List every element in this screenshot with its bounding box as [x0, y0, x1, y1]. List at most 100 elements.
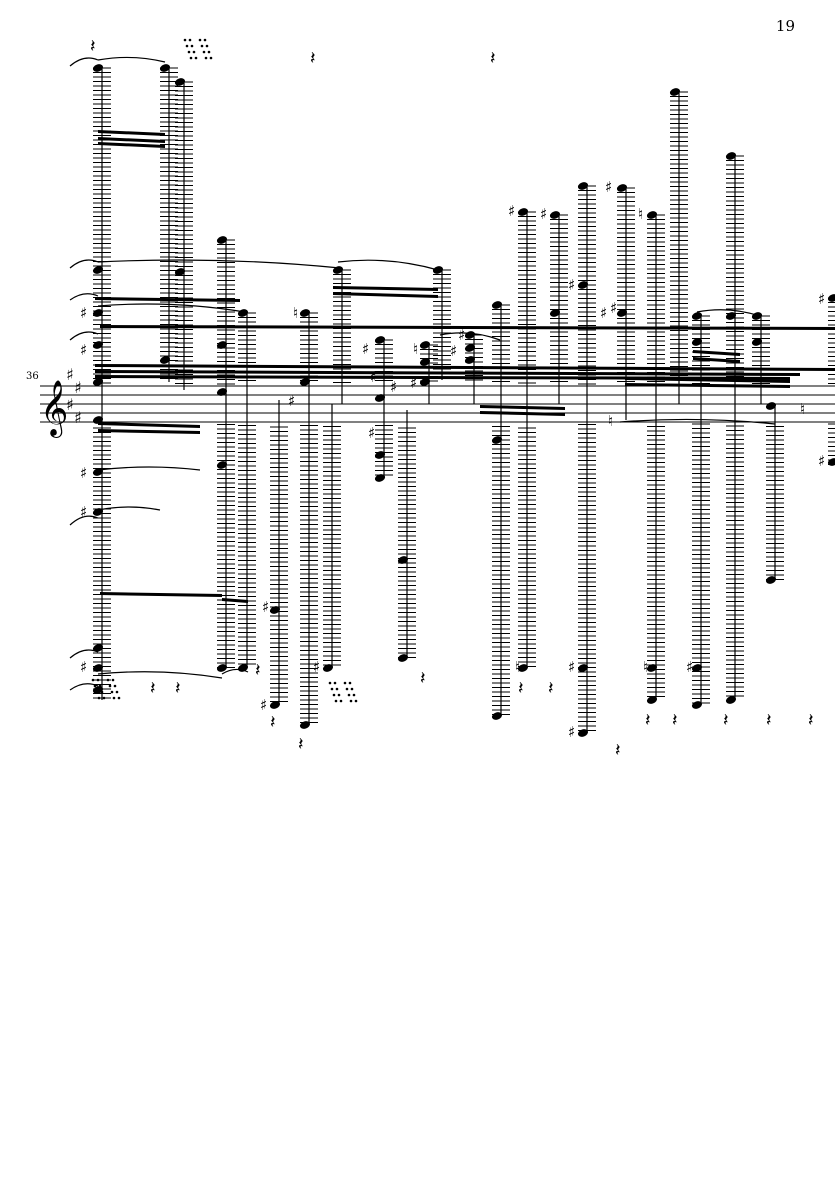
- notehead-9-1: [374, 394, 386, 402]
- tremolo-dot-b-5-0: [111, 678, 115, 682]
- accidental-icon-3: ♯: [80, 503, 87, 521]
- beam-11: [222, 598, 248, 603]
- beam-1: [98, 137, 165, 143]
- notehead-0-0: [92, 64, 104, 72]
- accidental-icon-19: ♯: [600, 304, 607, 322]
- rest-icon-14: 𝄽: [766, 710, 772, 731]
- ledger-lines: [93, 67, 835, 731]
- accidental-icon-0: ♯: [80, 304, 87, 322]
- accidental-icon-23: ♯: [262, 598, 269, 616]
- beam-9: [98, 429, 200, 434]
- notehead-17-0: [577, 182, 589, 190]
- notehead-22-1: [725, 312, 737, 320]
- beam-13: [480, 411, 565, 416]
- rest-icon-16: 𝄽: [90, 36, 96, 57]
- notehead-24-1: [765, 576, 777, 584]
- tie-13: [619, 418, 776, 425]
- tremolo-dot-1-2: [202, 50, 206, 54]
- tremolo-dot-4-3: [97, 696, 101, 700]
- tremolo-dot-4-2: [95, 690, 99, 694]
- notehead-14-0: [491, 301, 503, 309]
- tremolo-dot-b-4-2: [100, 690, 104, 694]
- notehead-18-0: [616, 184, 628, 192]
- notehead-16-1: [549, 309, 561, 317]
- tremolo-dot-b-2-0: [333, 681, 337, 685]
- notehead-22-0: [725, 152, 737, 160]
- notehead-17-1: [577, 281, 589, 289]
- accidental-icon-12: ♯: [410, 374, 417, 392]
- tremolo-dot-b-1-3: [209, 56, 213, 60]
- notehead-13-2: [464, 356, 476, 364]
- tie-7: [69, 331, 99, 341]
- accidental-icon-5: ♮: [293, 304, 298, 322]
- accidental-icon-14: ♯: [458, 326, 465, 344]
- rest-icon-9: 𝄽: [548, 678, 554, 699]
- accidental-icon-29: ♮: [643, 658, 648, 676]
- notehead-9-3: [374, 474, 386, 482]
- tremolo-dot-b-0-2: [192, 50, 196, 54]
- accidental-icon-31: ♮: [800, 400, 805, 418]
- notehead-6-0: [299, 309, 311, 317]
- tie-6: [97, 303, 246, 313]
- tremolo-dot-3-3: [349, 699, 353, 703]
- beam-12: [480, 405, 565, 410]
- beam-14: [625, 377, 790, 383]
- tremolo-dot-3-1: [345, 687, 349, 691]
- tie-1: [97, 56, 166, 63]
- tremolo-dot-b-4-1: [98, 684, 102, 688]
- notehead-22-2: [725, 696, 737, 704]
- notehead-0-2: [92, 309, 104, 317]
- tremolo-dot-0-0: [183, 38, 187, 42]
- notehead-0-8: [92, 644, 104, 652]
- beam-18: [95, 297, 240, 302]
- notehead-3-4: [216, 664, 228, 672]
- tie-16: [69, 683, 99, 691]
- accidental-icon-33: ♯: [818, 452, 825, 470]
- beam-16: [693, 350, 740, 356]
- notehead-14-2: [491, 712, 503, 720]
- treble-clef-icon: 𝄞: [40, 380, 68, 438]
- rest-icon-12: 𝄽: [672, 710, 678, 731]
- notehead-5-1: [269, 701, 281, 709]
- accidental-icon-13: ♯: [450, 342, 457, 360]
- beam-17: [693, 357, 740, 363]
- notehead-3-0: [216, 236, 228, 244]
- noteheads: [91, 38, 835, 737]
- notehead-9-2: [374, 451, 386, 459]
- tremolo-dot-5-0: [106, 678, 110, 682]
- beam-7: [333, 292, 438, 298]
- notehead-5-0: [269, 606, 281, 614]
- rest-icon-2: 𝄽: [150, 678, 156, 699]
- accidental-icon-10: ♮: [413, 340, 418, 358]
- tremolo-dot-3-0: [343, 681, 347, 685]
- notehead-9-0: [374, 336, 386, 344]
- rest-icon-6: 𝄽: [298, 734, 304, 755]
- tremolo-dot-5-1: [108, 684, 112, 688]
- beam-6: [333, 286, 438, 291]
- tremolo-dot-b-5-3: [117, 696, 121, 700]
- rest-icon-8: 𝄽: [518, 678, 524, 699]
- notehead-21-1: [691, 338, 703, 346]
- beam-2: [98, 142, 165, 148]
- accidental-icon-20: ♯: [610, 299, 617, 317]
- accidental-icon-17: ♯: [568, 276, 575, 294]
- notehead-0-5: [92, 416, 104, 424]
- staff: [40, 385, 835, 423]
- tie-14: [696, 309, 761, 317]
- tie-11: [97, 671, 223, 679]
- notehead-17-3: [577, 729, 589, 737]
- accidental-icon-9: ♯: [368, 424, 375, 442]
- notehead-7-0: [322, 664, 334, 672]
- notehead-21-2: [691, 664, 703, 672]
- accidental-icon-4: ♯: [80, 658, 87, 676]
- tie-12: [221, 668, 249, 675]
- notehead-2-1: [174, 268, 186, 276]
- beam-19: [100, 325, 835, 330]
- notehead-17-2: [577, 664, 589, 672]
- tremolo-dot-0-3: [189, 56, 193, 60]
- notehead-25-0: [827, 294, 835, 302]
- tie-9: [97, 506, 161, 511]
- rest-icon-13: 𝄽: [723, 710, 729, 731]
- accidental-icon-2: ♯: [80, 464, 87, 482]
